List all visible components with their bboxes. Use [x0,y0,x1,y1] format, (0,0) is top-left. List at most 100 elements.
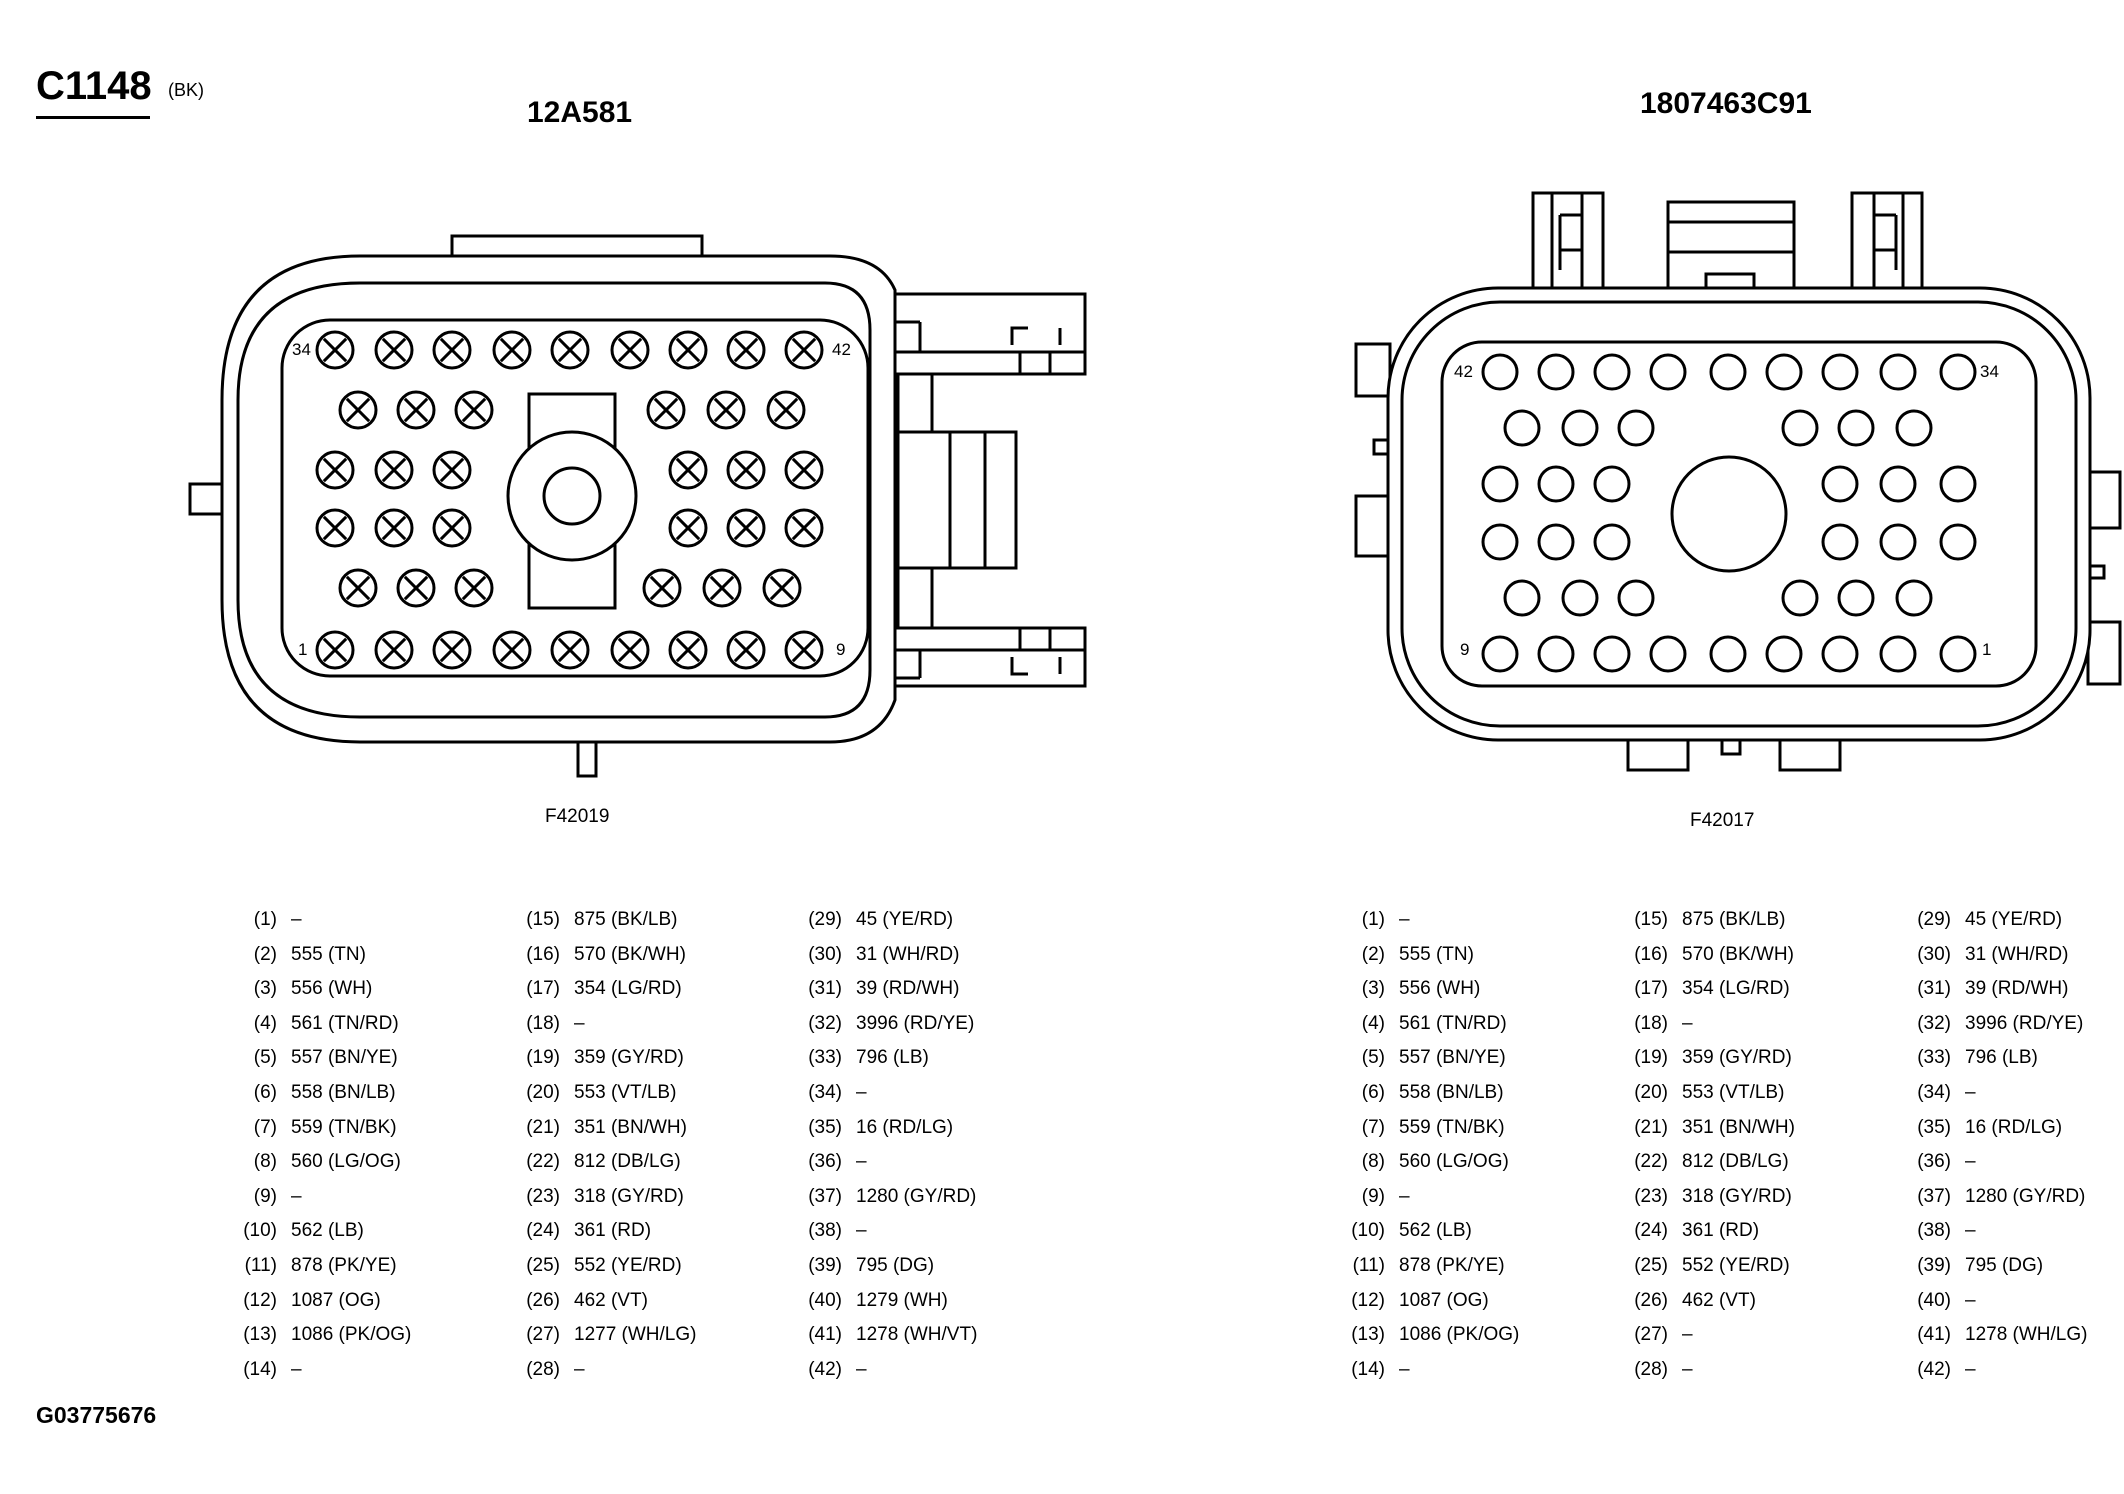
pin-cavity [1561,409,1599,447]
pin-number: (20) [526,1081,560,1103]
pin-cavity [396,390,436,430]
pin-number: (25) [1634,1254,1668,1276]
pin-row: (18)– [1623,1007,1795,1042]
left-pin-table-col-1: (1)–(2)555 (TN)(3)556 (WH)(4)561 (TN/RD)… [232,903,411,1387]
pin-circuit: 570 (BK/WH) [574,943,686,965]
right-pin-table-col-3: (29)45 (YE/RD)(30)31 (WH/RD)(31)39 (RD/W… [1906,903,2087,1387]
left-pin-table-col-2: (15)875 (BK/LB)(16)570 (BK/WH)(17)354 (L… [515,903,696,1387]
right-pin-table-col-2: (15)875 (BK/LB)(16)570 (BK/WH)(17)354 (L… [1623,903,1795,1387]
pin-row: (33)796 (LB) [1906,1041,2087,1076]
pin-circuit: 559 (TN/BK) [291,1116,397,1138]
pin-circuit: 1087 (OG) [291,1289,381,1311]
pin-number: (38) [1917,1220,1951,1242]
pin-cavity [668,630,708,670]
pin-circuit: 562 (LB) [1399,1220,1472,1242]
pin-number: (6) [1361,1081,1385,1103]
pin-row: (6) 558 (BN/LB) [232,1076,411,1111]
pin-circuit: 1277 (WH/LG) [574,1324,697,1346]
pin-row: (37)1280 (GY/RD) [797,1180,977,1215]
pin-circuit: 812 (DB/LG) [574,1151,681,1173]
pin-number: (6) [253,1081,277,1103]
pin-cavity [1821,523,1859,561]
pin-number: (18) [1634,1012,1668,1034]
pin-number: (7) [1361,1116,1385,1138]
pin-circuit: 359 (GY/RD) [574,1047,684,1069]
pin-row: (12)1087 (OG) [232,1284,411,1319]
graphic-code: G03775676 [36,1402,157,1428]
pin-circuit: 359 (GY/RD) [1682,1047,1792,1069]
pin-row: (21)351 (BN/WH) [1623,1111,1795,1146]
pin-cavity [1617,579,1655,617]
pin-cavity [784,330,824,370]
pin-cavity [550,330,590,370]
pin-number: (12) [1351,1289,1385,1311]
pin-circuit: 558 (BN/LB) [1399,1081,1504,1103]
pin-row: (3)556 (WH) [1340,972,1519,1007]
pin-circuit: 562 (LB) [291,1220,364,1242]
pin-number: (40) [1917,1289,1951,1311]
pin-row: (3)556 (WH) [232,972,411,1007]
pin-circuit: 1279 (WH) [856,1289,948,1311]
pin-circuit: 1278 (WH/VT) [856,1324,978,1346]
pin-number: (16) [526,943,560,965]
pin-cavity [1781,579,1819,617]
pin-row: (17)354 (LG/RD) [1623,972,1795,1007]
pin-row: (30) 31 (WH/RD) [797,938,977,973]
pin-circuit: 558 (BN/LB) [291,1081,396,1103]
right-figure-id: F42017 [1690,810,1755,831]
pin-number: (22) [1634,1151,1668,1173]
pin-cavity [1537,353,1575,391]
right-label-pin-9: 9 [1460,640,1470,659]
left-figure-id: F42019 [545,806,610,827]
pin-row: (1)– [232,903,411,938]
pin-circuit: 570 (BK/WH) [1682,943,1794,965]
pin-cavity [1481,635,1519,673]
pin-number: (34) [808,1081,842,1103]
pin-cavity [1593,465,1631,503]
pin-row: (11)878 (PK/YE) [1340,1249,1519,1284]
pin-circuit: – [856,1358,867,1380]
pin-cavity [1939,465,1977,503]
pin-number: (33) [1917,1047,1951,1069]
pin-row: (20)553 (VT/LB) [1623,1076,1795,1111]
pin-circuit: – [856,1220,867,1242]
pin-cavity [492,330,532,370]
pin-row: (34)– [1906,1076,2087,1111]
pin-circuit: 560 (LG/OG) [1399,1151,1509,1173]
pin-cavity [1481,523,1519,561]
pin-cavity [432,330,472,370]
pin-row: (33)796 (LB) [797,1041,977,1076]
pin-row: (35)16 (RD/LG) [1906,1111,2087,1146]
pin-circuit: 555 (TN) [1399,943,1474,965]
pin-cavity [1593,635,1631,673]
pin-circuit: 875 (BK/LB) [574,909,678,930]
pin-row: (31)39 (RD/WH) [797,972,977,1007]
pin-row: (13)1086 (PK/OG) [232,1318,411,1353]
pin-number: (30) [808,943,842,965]
pin-circuit: 553 (VT/LB) [574,1081,677,1103]
pin-cavity [1709,635,1747,673]
pin-circuit: 318 (GY/RD) [574,1185,684,1207]
pin-number: (28) [526,1358,560,1380]
pin-number: (24) [526,1220,560,1242]
pin-circuit: 875 (BK/LB) [1682,909,1786,930]
pin-row: (39)795 (DG) [797,1249,977,1284]
left-label-pin-1: 1 [298,640,308,659]
pin-row: (36)– [1906,1145,2087,1180]
pin-number: (3) [1361,978,1385,1000]
pin-row: (21)351 (BN/WH) [515,1111,696,1146]
pin-circuit: 1086 (PK/OG) [291,1324,412,1346]
pin-cavity [726,508,766,548]
pin-row: (38)– [1906,1214,2087,1249]
pin-row: (40)– [1906,1284,2087,1319]
pin-number: (35) [808,1116,842,1138]
pin-circuit: – [1682,1012,1693,1034]
pin-cavity [784,630,824,670]
pin-circuit: 31 (WH/RD) [856,943,960,965]
pin-row: (14)– [1340,1353,1519,1388]
pin-cavity [1537,465,1575,503]
pin-circuit: 557 (BN/YE) [1399,1047,1506,1069]
pin-row: (9)– [232,1180,411,1215]
pin-row: (25)552 (YE/RD) [515,1249,696,1284]
pin-circuit: 3996 (RD/YE) [1965,1012,2084,1034]
